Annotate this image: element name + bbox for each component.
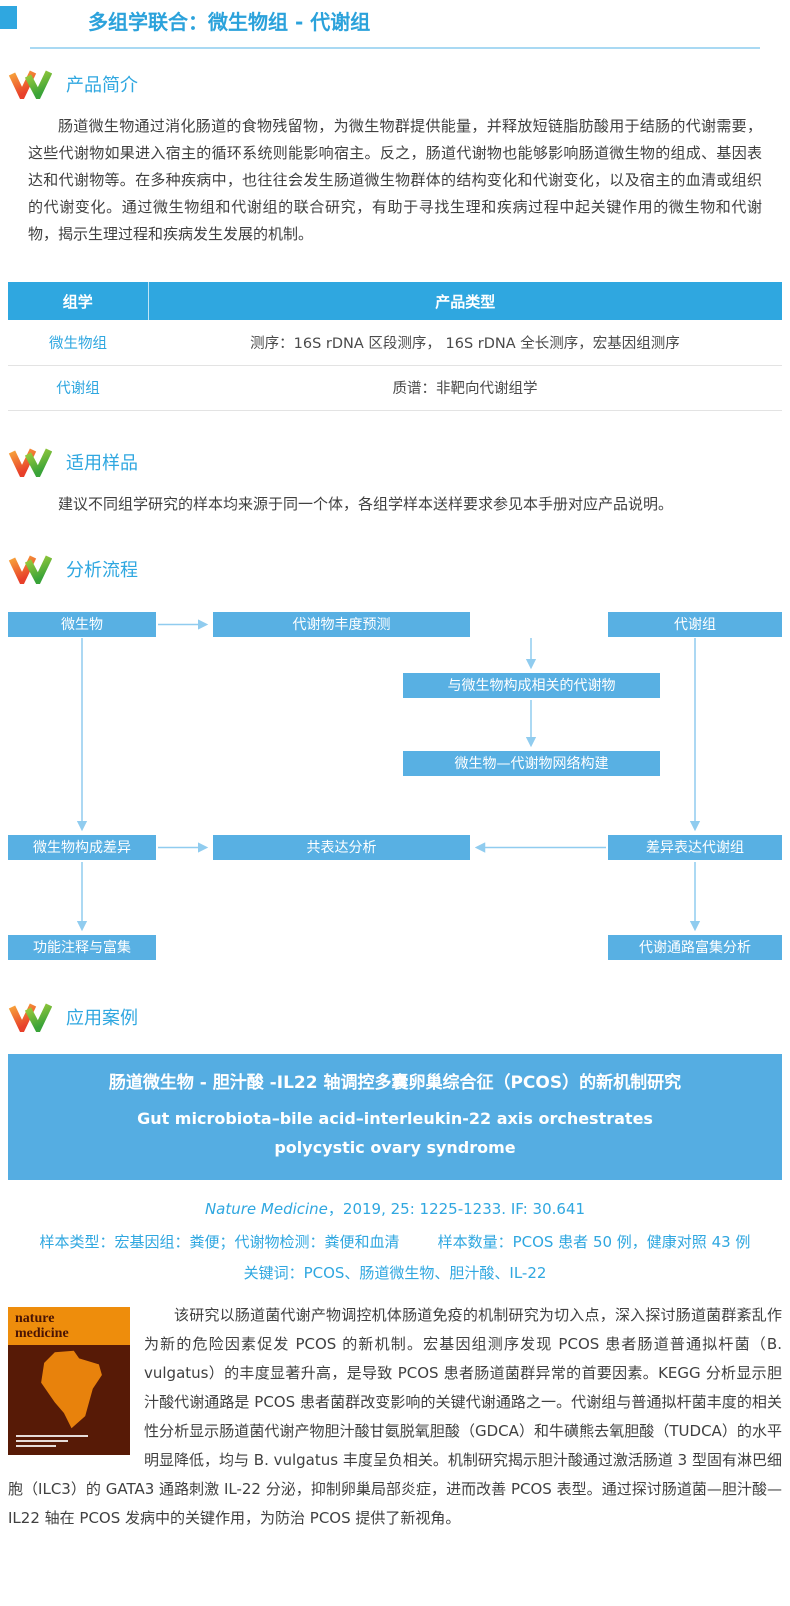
flow-box-abundance-prediction: 代谢物丰度预测 xyxy=(213,611,470,637)
page-title: 多组学联合：微生物组 - 代谢组 xyxy=(88,10,371,34)
citation-rest: ，2019, 25: 1225-1233. IF: 30.641 xyxy=(327,1199,586,1218)
flow-box-related-metabolites: 与微生物构成相关的代谢物 xyxy=(403,672,660,698)
page-header: 多组学联合：微生物组 - 代谢组 xyxy=(0,0,790,49)
section-title-workflow: 分析流程 xyxy=(66,559,138,581)
keywords-line: 关键词：PCOS、肠道微生物、胆汁酸、IL-22 xyxy=(243,1263,547,1282)
samples-paragraph: 建议不同组学研究的样本均来源于同一个体，各组学样本送样要求参见本手册对应产品说明… xyxy=(58,494,674,513)
journal-logo-line2: medicine xyxy=(15,1325,69,1341)
cell-products-microbiome: 测序：16S rDNA 区段测序， 16S rDNA 全长测序，宏基因组测序 xyxy=(148,320,782,366)
intro-paragraph: 肠道微生物通过消化肠道的食物残留物，为微生物群提供能量，并释放短链脂肪酸用于结肠… xyxy=(28,117,762,243)
header-accent-square xyxy=(0,6,17,29)
case-title-cn: 肠道微生物 - 胆汁酸 -IL22 轴调控多囊卵巢综合征（PCOS）的新机制研究 xyxy=(108,1072,682,1093)
section-head-workflow: 分析流程 xyxy=(8,554,790,584)
section-title-intro: 产品简介 xyxy=(66,75,138,96)
section-title-cases: 应用案例 xyxy=(66,1007,138,1029)
cell-omics-microbiome: 微生物组 xyxy=(8,320,148,366)
flow-arrows xyxy=(76,618,701,931)
table-row: 微生物组 测序：16S rDNA 区段测序， 16S rDNA 全长测序，宏基因… xyxy=(8,320,782,366)
brand-check-icon xyxy=(8,554,52,584)
flow-box-network: 微生物—代谢物网络构建 xyxy=(403,750,660,776)
analysis-flowchart: 微生物 代谢物丰度预测 代谢组 与微生物构成相关的代谢物 微生物—代谢物网络构建… xyxy=(8,610,782,966)
journal-cover-masthead: nature medicine xyxy=(8,1306,130,1345)
flow-box-coexpression: 共表达分析 xyxy=(213,834,470,860)
cell-products-metabolome: 质谱：非靶向代谢组学 xyxy=(148,365,782,411)
brand-check-icon xyxy=(8,447,52,477)
flow-box-function-enrichment: 功能注释与富集 xyxy=(8,934,156,960)
table-header-omics: 组学 xyxy=(8,282,149,320)
section-title-samples: 适用样品 xyxy=(66,452,138,474)
section-head-cases: 应用案例 xyxy=(8,1002,790,1032)
flow-box-metabolome: 代谢组 xyxy=(608,611,782,637)
journal-logo-line1: nature xyxy=(15,1310,55,1326)
flow-box-metabolome-diff: 差异表达代谢组 xyxy=(608,834,782,860)
case-study-body: nature medicine 该研究以肠道菌代谢产物调控机体肠道免疫的机制研究… xyxy=(8,1301,782,1533)
brand-check-icon xyxy=(8,70,52,99)
flow-box-microbe: 微生物 xyxy=(8,611,156,637)
case-paragraph: 该研究以肠道菌代谢产物调控机体肠道免疫的机制研究为切入点，深入探讨肠道菌群紊乱作… xyxy=(8,1305,782,1527)
sample-meta-line: 样本类型：宏基因组：粪便；代谢物检测：粪便和血清 样本数量：PCOS 患者 50 … xyxy=(0,1231,790,1252)
product-table: 组学 产品类型 微生物组 测序：16S rDNA 区段测序， 16S rDNA … xyxy=(8,282,782,411)
citation-line: Nature Medicine，2019, 25: 1225-1233. IF:… xyxy=(0,1198,790,1219)
table-header-row: 组学 产品类型 xyxy=(8,282,782,320)
journal-name: Nature Medicine xyxy=(204,1199,328,1218)
cover-caption-lines xyxy=(16,1432,88,1447)
section-head-intro: 产品简介 xyxy=(8,69,790,99)
header-divider xyxy=(30,47,760,49)
sample-count: 样本数量：PCOS 患者 50 例，健康对照 43 例 xyxy=(437,1232,751,1251)
brand-check-icon xyxy=(8,1002,52,1032)
section-head-samples: 适用样品 xyxy=(8,447,790,477)
flow-box-pathway-enrichment: 代谢通路富集分析 xyxy=(608,934,782,960)
africa-art-icon xyxy=(41,1350,102,1428)
table-row: 代谢组 质谱：非靶向代谢组学 xyxy=(8,365,782,411)
table-header-product-type: 产品类型 xyxy=(148,282,782,320)
cell-omics-metabolome: 代谢组 xyxy=(8,365,148,411)
journal-cover-image: nature medicine xyxy=(8,1306,130,1455)
sample-type: 样本类型：宏基因组：粪便；代谢物检测：粪便和血清 xyxy=(39,1232,400,1251)
case-title-en: Gut microbiota–bile acid–interleukin-22 … xyxy=(137,1108,653,1157)
flow-box-microbe-diff: 微生物构成差异 xyxy=(8,834,156,860)
case-study-banner: 肠道微生物 - 胆汁酸 -IL22 轴调控多囊卵巢综合征（PCOS）的新机制研究… xyxy=(8,1053,782,1180)
